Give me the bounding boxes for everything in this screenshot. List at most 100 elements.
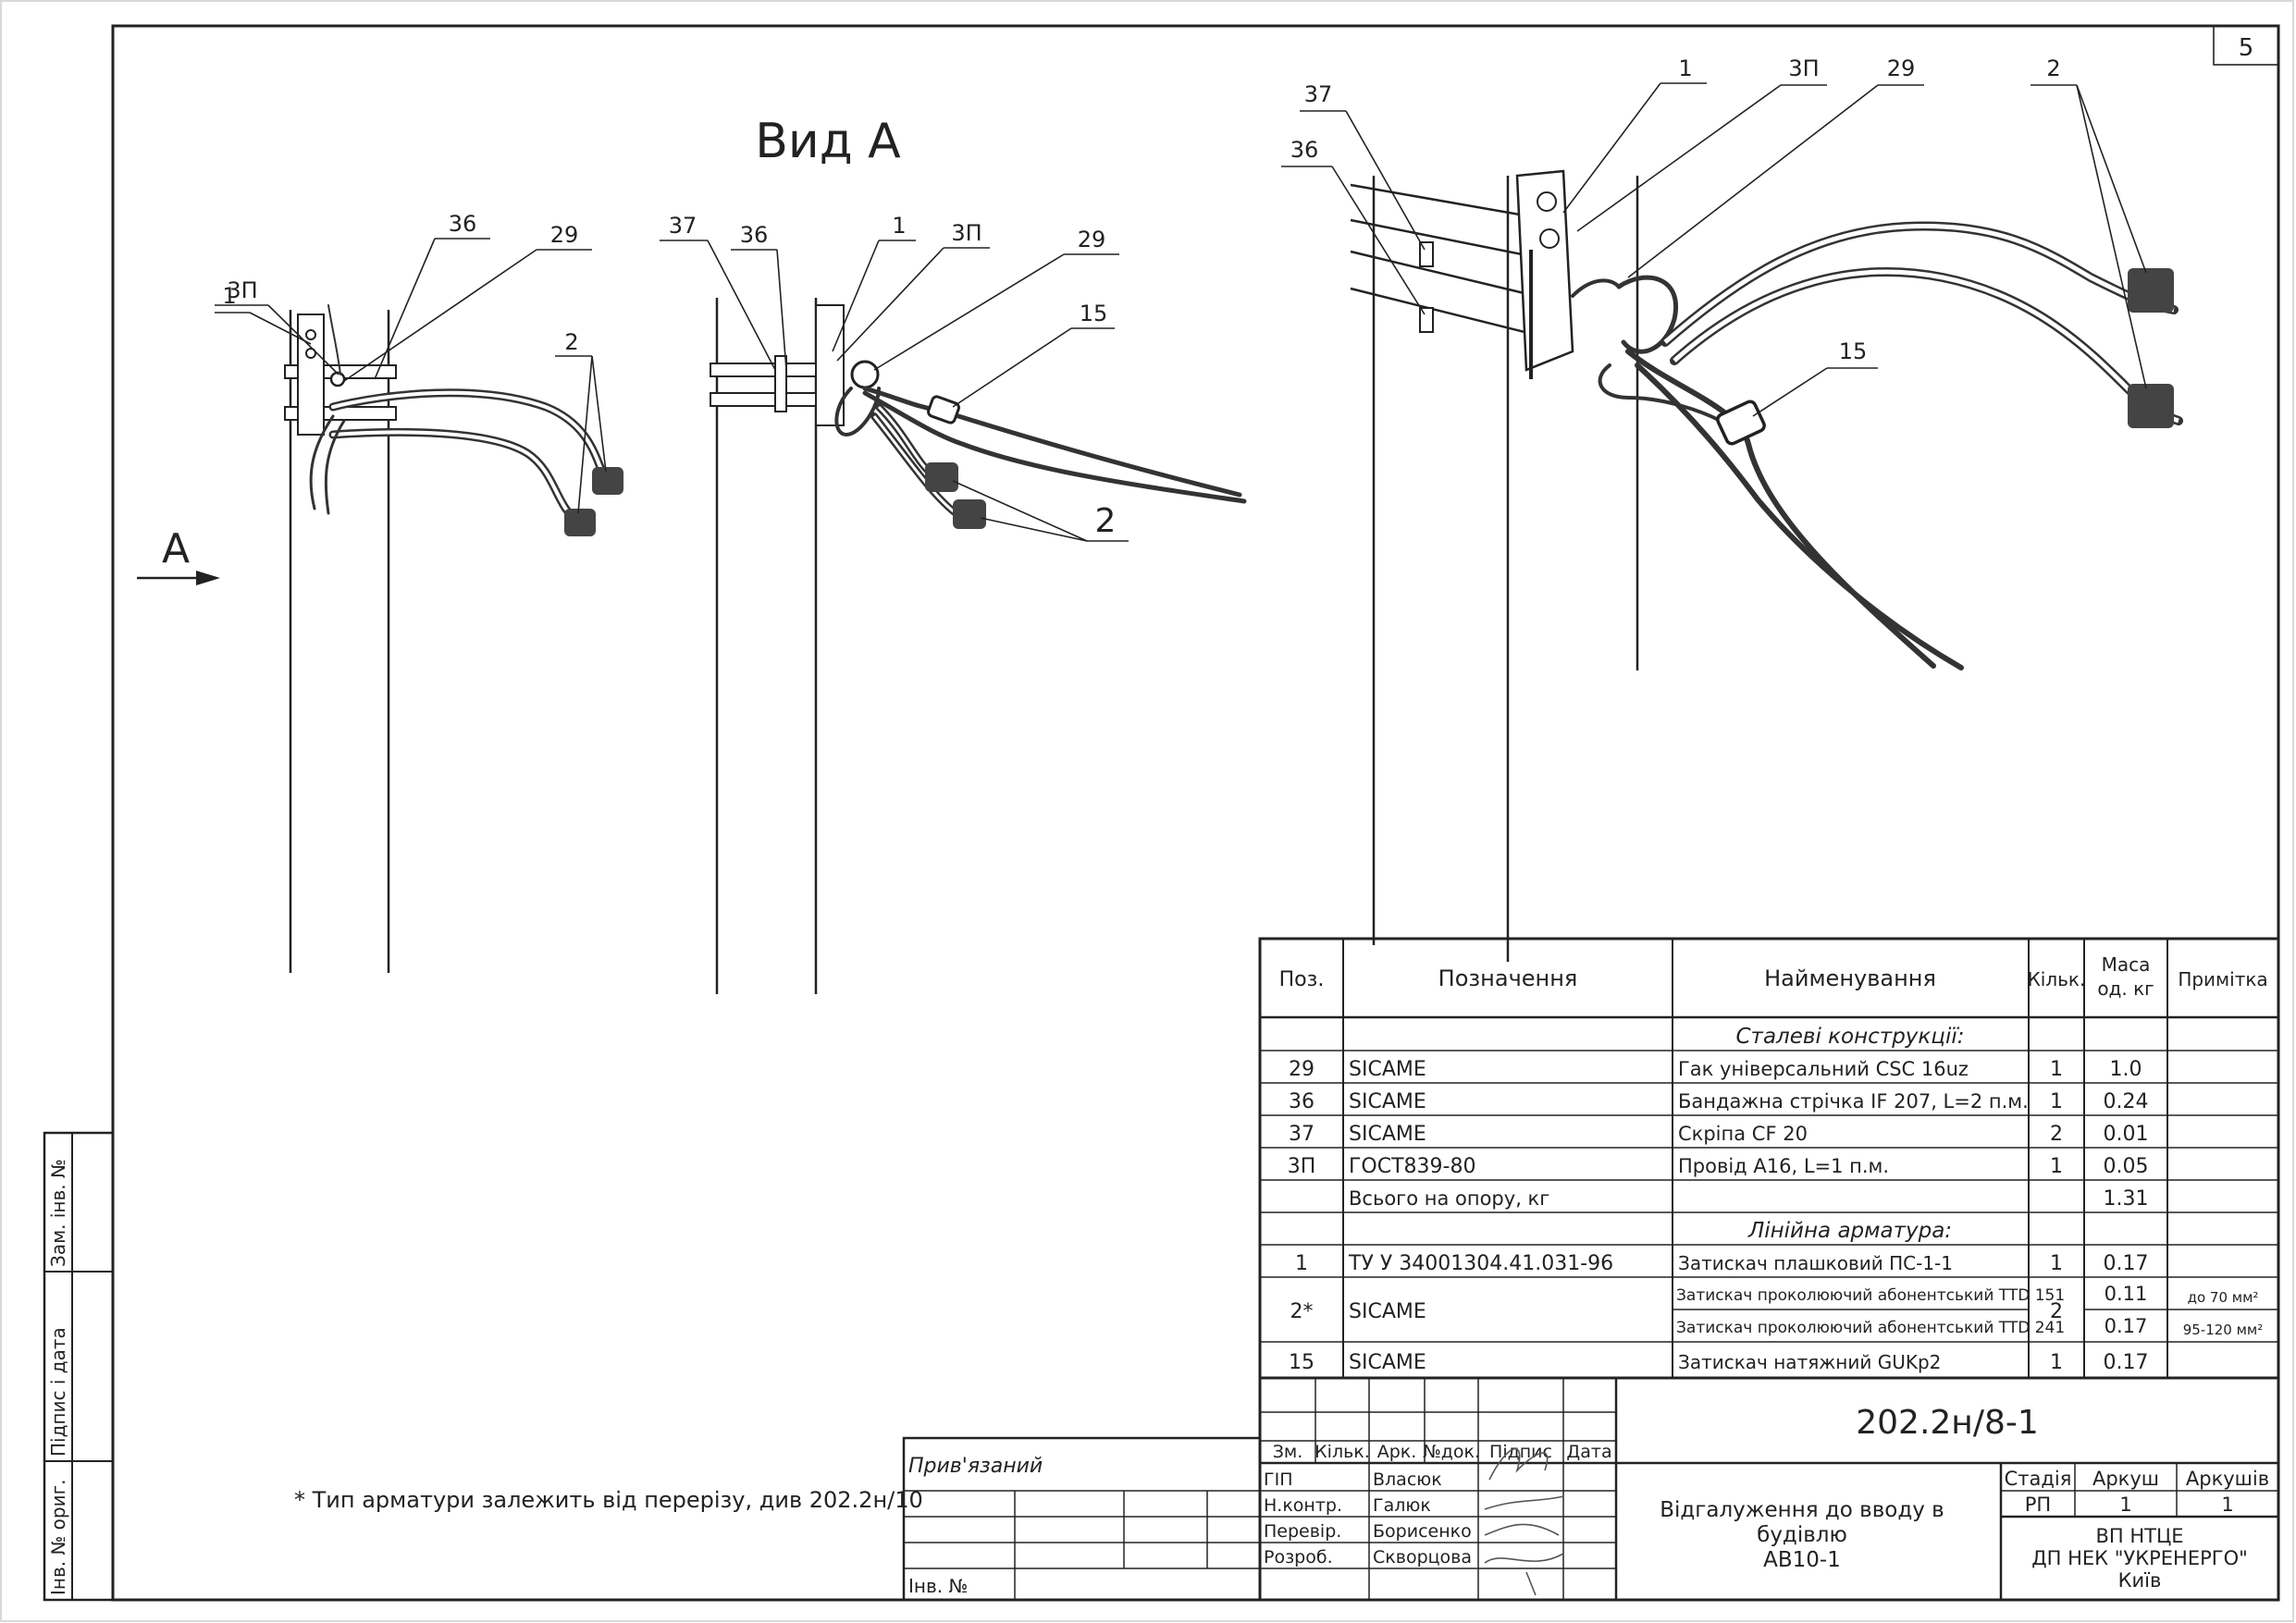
spec-row-name: Гак універсальний CSC 16uz	[1678, 1058, 1969, 1080]
spec-row-mass: 0.05	[2104, 1155, 2149, 1178]
stamp-replaced-inv: Зам. інв. №	[47, 1159, 69, 1267]
spec-row-mass: 0.11	[2105, 1283, 2148, 1305]
spec-row-designation: SICAME	[1349, 1300, 1426, 1323]
spec-header-note: Примітка	[2178, 968, 2267, 990]
middle-callout-3p: 3П	[951, 220, 981, 246]
spec-row-qty: 1	[2050, 1155, 2063, 1178]
spec-row-name: Бандажна стрічка IF 207, L=2 п.м.	[1678, 1090, 2029, 1113]
role-name: Скворцова	[1373, 1547, 1472, 1568]
rev-header: Дата	[1566, 1442, 1611, 1462]
spec-row-designation: ТУ У 34001304.41.031-96	[1348, 1252, 1613, 1275]
spec-row-mass: 0.17	[2104, 1252, 2149, 1275]
sheet-number: 5	[2239, 34, 2254, 62]
spec-header-qty: Кільк.	[2028, 968, 2086, 990]
spec-section-steel: Сталеві конструкції:	[1736, 1025, 1965, 1049]
middle-callout-15: 15	[1080, 301, 1108, 326]
spec-header-name: Найменування	[1764, 965, 1936, 991]
spec-row-qty: 1	[2050, 1058, 2063, 1081]
spec-row-name: Провід А16, L=1 п.м.	[1678, 1155, 1889, 1177]
middle-callout-2: 2	[1095, 502, 1117, 540]
rev-header: Підпис	[1489, 1442, 1552, 1462]
stage-value: РП	[2025, 1494, 2051, 1516]
spec-row-name: Затискач плашковий ПС-1-1	[1678, 1252, 1953, 1274]
spec-row-note: 95-120 мм²	[2183, 1322, 2264, 1338]
spec-table: Поз. Позначення Найменування Кільк. Маса…	[1258, 937, 2280, 1380]
left-callout-1: 1	[222, 283, 236, 309]
spec-total-label: Всього на опору, кг	[1349, 1187, 1549, 1210]
binding-inv-label: Інв. №	[908, 1575, 968, 1597]
left-view: 3П 36 29 1 2	[215, 211, 623, 973]
stage-label: Стадія	[2005, 1468, 2072, 1490]
right-callout-1: 1	[1678, 55, 1692, 81]
role-label: Розроб.	[1264, 1547, 1333, 1568]
stamp-signature-date: Підпис і дата	[47, 1327, 69, 1457]
spec-row-qty: 1	[2050, 1351, 2063, 1374]
spec-row-qty: 2	[2050, 1123, 2063, 1146]
right-callout-36: 36	[1290, 137, 1319, 163]
spec-row-pos: 29	[1289, 1058, 1315, 1081]
right-callouts: 37 36 1 3П 29 2 15	[1281, 55, 2147, 417]
view-arrow-label: А	[162, 525, 190, 572]
right-callout-37: 37	[1304, 81, 1333, 107]
sheets-label: Аркушів	[2186, 1468, 2269, 1490]
spec-row-name: Затискач проколюючий абонентський TTD 24…	[1676, 1319, 2065, 1337]
stamp-original-inv: Інв. № ориг.	[47, 1480, 69, 1595]
spec-row-pos: 15	[1289, 1351, 1315, 1374]
spec-row-qty: 1	[2050, 1090, 2063, 1113]
spec-row-mass: 1.0	[2110, 1058, 2142, 1081]
middle-view: 37 36 1 3П 29 15 2	[660, 213, 1247, 994]
spec-total-mass: 1.31	[2104, 1187, 2149, 1211]
spec-row-pos: 1	[1295, 1252, 1308, 1275]
left-callout-36: 36	[449, 211, 477, 237]
view-arrow: А	[137, 525, 220, 585]
middle-callouts: 37 36 1 3П 29 15 2	[660, 213, 1129, 542]
right-callout-15: 15	[1839, 338, 1868, 364]
sheet-label: Аркуш	[2092, 1468, 2159, 1490]
middle-callout-37: 37	[669, 213, 697, 239]
spec-header-pos: Поз.	[1279, 968, 1325, 991]
view-title: Вид А	[755, 114, 901, 169]
role-name: Галюк	[1373, 1495, 1431, 1516]
spec-row-mass: 0.01	[2104, 1123, 2149, 1146]
drawing-frame	[111, 24, 2280, 1602]
middle-callout-36: 36	[740, 222, 769, 248]
drawing-title-line: Відгалуження до вводу в	[1660, 1498, 1944, 1522]
spec-row-designation: SICAME	[1349, 1123, 1426, 1146]
spec-row-pos: 37	[1289, 1123, 1315, 1146]
drawing-title-line: будівлю	[1757, 1523, 1847, 1547]
spec-row-pos: 36	[1289, 1090, 1315, 1113]
spec-row-name: Скріпа CF 20	[1678, 1123, 1808, 1145]
organization-line: ДП НЕК "УКРЕНЕРГО"	[2031, 1547, 2248, 1569]
middle-callout-1: 1	[892, 213, 906, 239]
rev-header: Кільк.	[1315, 1442, 1370, 1462]
right-callout-2: 2	[2046, 55, 2060, 81]
footnote: * Тип арматури залежить від перерізу, ди…	[294, 1487, 923, 1513]
rev-header: Арк.	[1377, 1442, 1417, 1462]
role-name: Власюк	[1373, 1469, 1442, 1490]
spec-section-line-fittings: Лінійна арматура:	[1747, 1219, 1952, 1243]
signatures	[1484, 1447, 1564, 1596]
spec-row-pos: 3П	[1288, 1155, 1316, 1178]
left-callout-29: 29	[550, 222, 579, 248]
left-callout-2: 2	[564, 329, 578, 355]
middle-callout-29: 29	[1078, 227, 1106, 252]
rev-header: №док.	[1423, 1442, 1480, 1462]
rev-header: Зм.	[1273, 1442, 1303, 1462]
right-view: 37 36 1 3П 29 2 15	[1281, 55, 2183, 962]
organization-line: ВП НТЦЕ	[2095, 1525, 2183, 1547]
sheet-number-box: 5	[2213, 25, 2279, 66]
role-label: Н.контр.	[1264, 1495, 1342, 1516]
spec-row-designation: SICAME	[1349, 1351, 1426, 1374]
organization-line: Київ	[2118, 1569, 2162, 1592]
spec-row-qty: 1	[2050, 1252, 2063, 1275]
role-name: Борисенко	[1373, 1521, 1472, 1542]
sheet-value: 1	[2119, 1494, 2131, 1516]
spec-row-note: до 70 мм²	[2188, 1289, 2259, 1306]
spec-row-designation: SICAME	[1349, 1090, 1426, 1113]
right-callout-29: 29	[1887, 55, 1916, 81]
spec-row-mass: 0.17	[2105, 1315, 2148, 1337]
left-callout-3p: 3П	[227, 277, 257, 303]
sheets-value: 1	[2221, 1494, 2233, 1516]
role-label: ГІП	[1264, 1469, 1292, 1490]
